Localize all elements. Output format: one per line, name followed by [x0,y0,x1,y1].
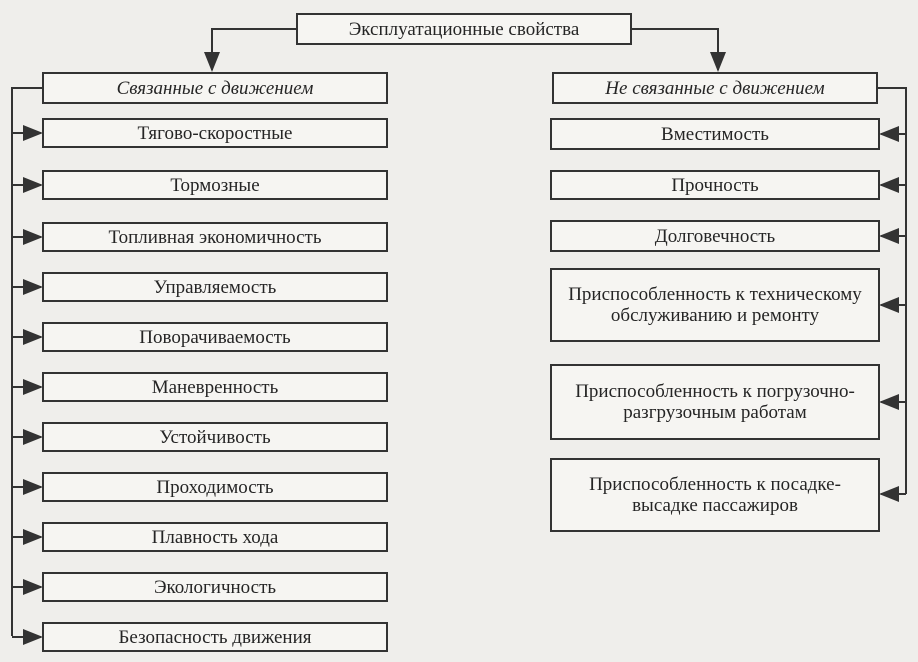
root-box: Эксплуатационные свойства [296,13,632,45]
left-header-box: Связанные с движением [42,72,388,104]
right-item-box: Прочность [550,170,880,200]
right-trunk-line [878,87,907,494]
right-item-box: Приспособленность к техническому обслужи… [550,268,880,342]
left-item-box: Тормозные [42,170,388,200]
left-item-box: Экологичность [42,572,388,602]
right-header-box: Не связанные с движением [552,72,878,104]
left-item-box: Топливная экономичность [42,222,388,252]
left-item-box: Проходимость [42,472,388,502]
root-to-right-arrow [632,28,726,72]
right-item-box: Приспособленность к погрузочно-разгрузоч… [550,364,880,440]
left-item-box: Тягово-скоростные [42,118,388,148]
right-item-box: Приспособленность к посадке-высадке пасс… [550,458,880,532]
left-item-box: Устойчивость [42,422,388,452]
left-item-box: Поворачиваемость [42,322,388,352]
left-item-box: Безопасность движения [42,622,388,652]
root-to-left-arrow [204,28,296,72]
left-trunk-line [11,87,42,636]
left-item-box: Управляемость [42,272,388,302]
left-item-box: Плавность хода [42,522,388,552]
right-item-box: Вместимость [550,118,880,150]
left-item-box: Маневренность [42,372,388,402]
right-item-box: Долговечность [550,220,880,252]
